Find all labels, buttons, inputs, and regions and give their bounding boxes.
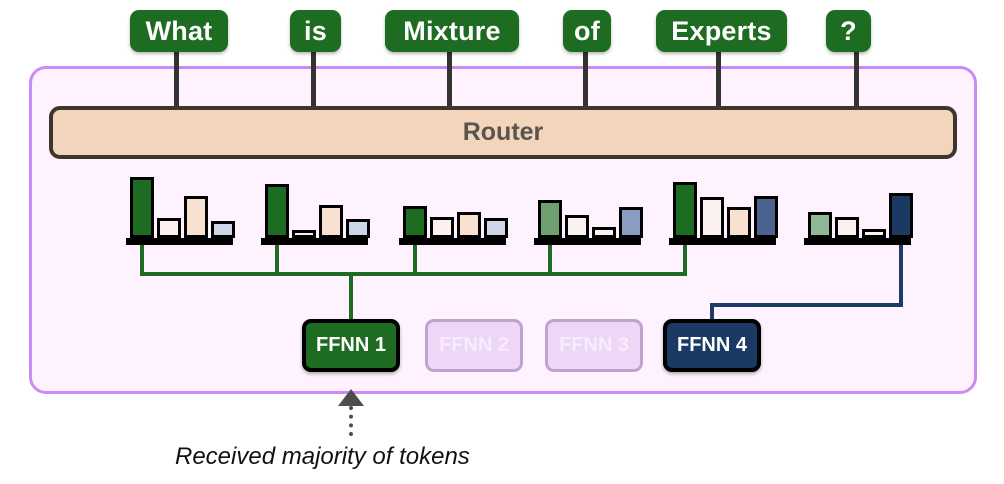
histogram-bar: [319, 205, 343, 238]
histogram-bar: [889, 193, 913, 238]
expert-3-box[interactable]: FFNN 3: [545, 319, 643, 372]
histogram-bar: [430, 217, 454, 238]
histogram-bar: [484, 218, 508, 238]
expert-label: FFNN 3: [559, 334, 629, 356]
histogram-bar: [403, 206, 427, 238]
histogram-bar: [592, 227, 616, 238]
token-chip[interactable]: Experts: [656, 10, 787, 52]
histogram-bar: [673, 182, 697, 238]
token-label: of: [574, 15, 600, 46]
histogram-bar: [130, 177, 154, 238]
token-chip[interactable]: is: [290, 10, 341, 52]
token-label: ?: [840, 15, 857, 46]
histogram-bar: [754, 196, 778, 238]
histogram-baseline: [534, 238, 641, 245]
histogram-bar: [619, 207, 643, 238]
expert-4-feed-wire: [710, 303, 714, 323]
histogram-plot: [399, 172, 508, 238]
token-6-expert-distribution: [804, 172, 913, 245]
histogram-bar: [184, 196, 208, 238]
annotation-arrow-icon: [338, 389, 364, 406]
histogram-bar: [265, 184, 289, 238]
histogram-baseline: [669, 238, 776, 245]
expert-1-feed-wire: [349, 272, 353, 323]
expert-2-box[interactable]: FFNN 2: [425, 319, 523, 372]
histogram-bar: [457, 212, 481, 238]
token-chip[interactable]: Mixture: [385, 10, 519, 52]
expert-1-drop-wire: [683, 245, 687, 276]
histogram-bar: [157, 218, 181, 238]
token-chip[interactable]: of: [563, 10, 611, 52]
histogram-baseline: [399, 238, 506, 245]
expert-1-drop-wire: [140, 245, 144, 276]
histogram-bar: [808, 212, 832, 238]
expert-label: FFNN 2: [439, 334, 509, 356]
histogram-plot: [534, 172, 643, 238]
expert-1-drop-wire: [413, 245, 417, 276]
histogram-plot: [126, 172, 235, 238]
token-label: Mixture: [403, 15, 501, 46]
expert-4-box[interactable]: FFNN 4: [663, 319, 761, 372]
histogram-bar: [292, 230, 316, 238]
histogram-bar: [211, 221, 235, 238]
histogram-baseline: [126, 238, 233, 245]
token-chip[interactable]: ?: [826, 10, 871, 52]
token-3-expert-distribution: [399, 172, 508, 245]
token-to-router-connector: [716, 50, 721, 108]
histogram-bar: [862, 229, 886, 238]
token-5-expert-distribution: [669, 172, 778, 245]
histogram-bar: [538, 200, 562, 238]
token-2-expert-distribution: [261, 172, 370, 245]
expert-4-drop-wire: [899, 245, 903, 307]
expert-1-drop-wire: [275, 245, 279, 276]
token-to-router-connector: [311, 50, 316, 108]
histogram-bar: [700, 197, 724, 238]
expert-label: FFNN 4: [677, 334, 747, 356]
expert-label: FFNN 1: [316, 334, 386, 356]
token-label: is: [304, 15, 327, 46]
histogram-bar: [835, 217, 859, 238]
expert-4-bus-wire: [710, 303, 903, 307]
histogram-plot: [261, 172, 370, 238]
histogram-bar: [346, 219, 370, 238]
token-label: Experts: [671, 15, 772, 46]
histogram-baseline: [804, 238, 911, 245]
histogram-bar: [565, 215, 589, 238]
token-1-expert-distribution: [126, 172, 235, 245]
histogram-bar: [727, 207, 751, 238]
token-to-router-connector: [854, 50, 859, 108]
token-to-router-connector: [447, 50, 452, 108]
token-chip[interactable]: What: [130, 10, 228, 52]
router-label: Router: [462, 118, 544, 146]
router-bar[interactable]: Router: [49, 106, 957, 159]
expert-1-drop-wire: [548, 245, 552, 276]
token-to-router-connector: [174, 50, 179, 108]
annotation-caption: Received majority of tokens: [175, 443, 470, 470]
token-label: What: [145, 15, 213, 46]
histogram-plot: [669, 172, 778, 238]
histogram-plot: [804, 172, 913, 238]
annotation-dotted-line: [349, 406, 353, 436]
token-4-expert-distribution: [534, 172, 643, 245]
token-to-router-connector: [583, 50, 588, 108]
expert-1-bus-wire: [140, 272, 687, 276]
expert-1-box[interactable]: FFNN 1: [302, 319, 400, 372]
histogram-baseline: [261, 238, 368, 245]
